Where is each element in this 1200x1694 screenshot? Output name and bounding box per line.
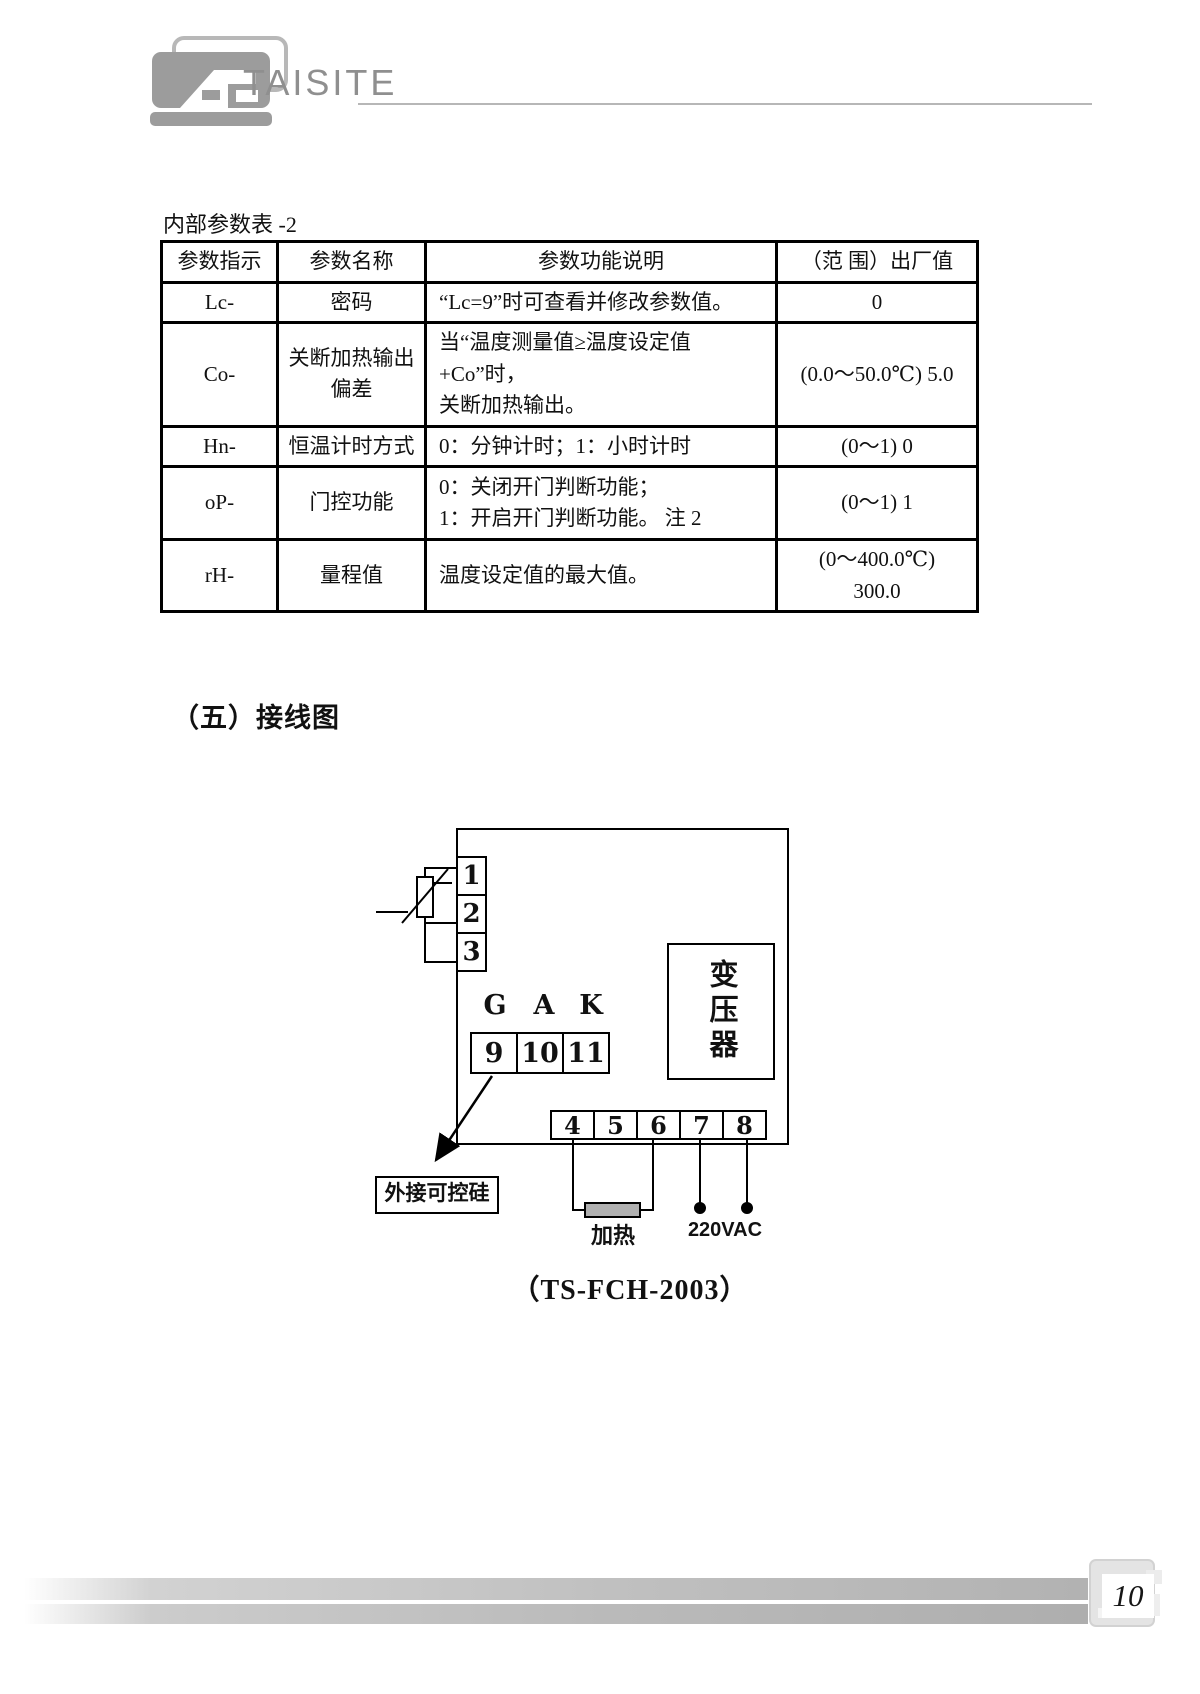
terminal-strip-9-11: 9 10 11 xyxy=(470,1032,610,1074)
table-header-row: 参数指示 参数名称 参数功能说明 （范 围）出厂值 xyxy=(160,240,979,284)
terminal-9: 9 xyxy=(470,1032,518,1074)
table-cell: Co- xyxy=(160,321,279,428)
transformer-box: 变压器 xyxy=(667,943,775,1080)
terminal-6: 6 xyxy=(636,1110,681,1140)
terminal-10: 10 xyxy=(516,1032,564,1074)
table-row: Hn- 恒温计时方式 0：分钟计时；1：小时计时 (0～1) 0 xyxy=(160,424,979,468)
table-cell: oP- xyxy=(160,465,279,541)
table-cell: 当“温度测量值≥温度设定值+Co”时， 关断加热输出。 xyxy=(424,321,778,428)
table-row: Co- 关断加热输出 偏差 当“温度测量值≥温度设定值+Co”时， 关断加热输出… xyxy=(160,321,979,428)
table-cell: 门控功能 xyxy=(276,465,427,541)
terminal-8: 8 xyxy=(722,1110,767,1140)
table-cell: (0～400.0℃) 300.0 xyxy=(775,538,979,613)
table-cell: 恒温计时方式 xyxy=(276,424,427,468)
table-cell: “Lc=9”时可查看并修改参数值。 xyxy=(424,280,778,324)
terminal-11: 11 xyxy=(562,1032,610,1074)
table-cell: 量程值 xyxy=(276,538,427,613)
terminal-4: 4 xyxy=(550,1110,595,1140)
footer-bar xyxy=(24,1604,1088,1624)
table-cell: 密码 xyxy=(276,280,427,324)
table-row: rH- 量程值 温度设定值的最大值。 (0～400.0℃) 300.0 xyxy=(160,538,979,613)
power-label: 220VAC xyxy=(687,1219,763,1241)
table-cell: Hn- xyxy=(160,424,279,468)
controller-outline xyxy=(456,828,789,1145)
terminal-strip-123: 1 2 3 xyxy=(456,856,487,972)
sensor-icon xyxy=(376,867,458,963)
section-heading: （五）接线图 xyxy=(172,703,340,733)
power-leads-icon xyxy=(694,1139,753,1214)
table-cell: 关断加热输出 偏差 xyxy=(276,321,427,428)
col-header: 参数名称 xyxy=(276,240,427,284)
diagram-caption: （TS-FCH-2003） xyxy=(511,1275,749,1306)
table-cell: rH- xyxy=(160,538,279,613)
col-header: （范 围）出厂值 xyxy=(775,240,979,284)
terminal-1: 1 xyxy=(456,856,487,896)
table-cell: (0～1) 1 xyxy=(775,465,979,541)
brand-text: TAISITE xyxy=(243,62,398,103)
taisite-logo-icon xyxy=(150,36,288,126)
terminal-5: 5 xyxy=(593,1110,638,1140)
table-cell: 0：关闭开门判断功能； 1：开启开门判断功能。 注 2 xyxy=(424,465,778,541)
label-a: A xyxy=(533,990,555,1021)
footer-bar xyxy=(24,1578,1088,1600)
heater-label: 加热 xyxy=(590,1223,635,1248)
table-cell: 0：分钟计时；1：小时计时 xyxy=(424,424,778,468)
wiring-lines xyxy=(376,867,753,1218)
table-row: Lc- 密码 “Lc=9”时可查看并修改参数值。 0 xyxy=(160,280,979,324)
heater-icon xyxy=(572,1139,654,1218)
header-rule xyxy=(358,103,1092,105)
scr-label-box: 外接可控硅 xyxy=(375,1176,499,1214)
table-cell: 温度设定值的最大值。 xyxy=(424,538,778,613)
terminal-strip-4-8: 4 5 6 7 8 xyxy=(550,1110,767,1140)
table-cell: 0 xyxy=(775,280,979,324)
table-cell: (0.0～50.0℃) 5.0 xyxy=(775,321,979,428)
terminal-7: 7 xyxy=(679,1110,724,1140)
parameter-table: 参数指示 参数名称 参数功能说明 （范 围）出厂值 Lc- 密码 “Lc=9”时… xyxy=(160,240,979,613)
label-g: G xyxy=(483,990,507,1021)
col-header: 参数功能说明 xyxy=(424,240,778,284)
table-row: oP- 门控功能 0：关闭开门判断功能； 1：开启开门判断功能。 注 2 (0～… xyxy=(160,465,979,541)
terminal-2: 2 xyxy=(456,894,487,934)
page-number: 10 xyxy=(1102,1574,1154,1618)
col-header: 参数指示 xyxy=(160,240,279,284)
scr-arrow-icon xyxy=(434,1075,494,1163)
table-cell: Lc- xyxy=(160,280,279,324)
terminal-3: 3 xyxy=(456,932,487,972)
label-k: K xyxy=(579,990,603,1021)
wiring-diagram: 1 2 3 G A K 9 10 11 变压器 4 5 6 7 8 外接可控硅 … xyxy=(330,760,800,1320)
table-title: 内部参数表 -2 xyxy=(163,212,297,237)
table-cell: (0～1) 0 xyxy=(775,424,979,468)
